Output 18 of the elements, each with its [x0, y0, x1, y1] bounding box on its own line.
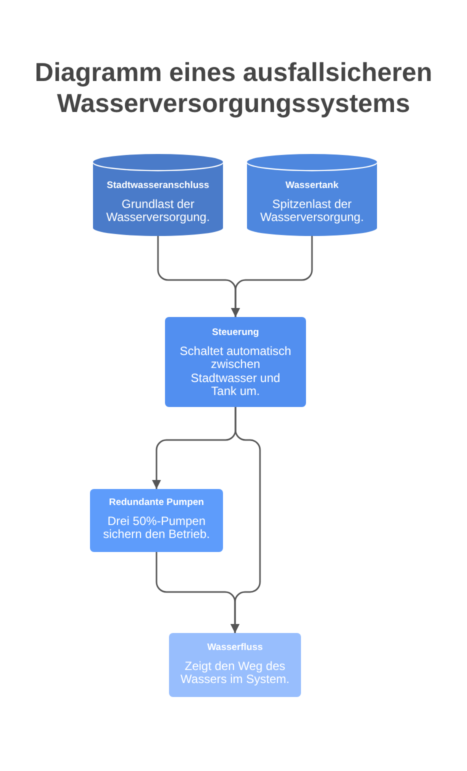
node-description: Schaltet automatisch zwischen Stadtwasser und Tank um.: [178, 345, 292, 398]
arrow: [231, 236, 313, 317]
storage-cylinder: [93, 154, 223, 236]
node-title: Wassertank: [286, 180, 338, 192]
storage-cylinder: [247, 154, 377, 236]
arrow: [156, 552, 240, 633]
node-description: Drei 50%-Pumpen sichern den Betrieb.: [102, 515, 211, 542]
process-box: [165, 317, 306, 407]
node-title: Wasserfluss: [207, 642, 263, 654]
process-box: [169, 633, 301, 697]
node-title: Redundante Pumpen: [108, 497, 204, 509]
node-description: Zeigt den Weg des Wassers im System.: [180, 660, 290, 687]
diagram-title: Diagramm eines ausfallsicheren Wasserversorgungssystems: [34, 57, 434, 119]
node-title: Steuerung: [212, 327, 259, 339]
node-description: Spitzenlast der Wasserversorgung.: [259, 198, 365, 225]
node-title: Stadtwasseranschluss: [106, 180, 210, 192]
node-description: Grundlast der Wasserversorgung.: [105, 198, 211, 225]
process-box: [90, 489, 223, 552]
